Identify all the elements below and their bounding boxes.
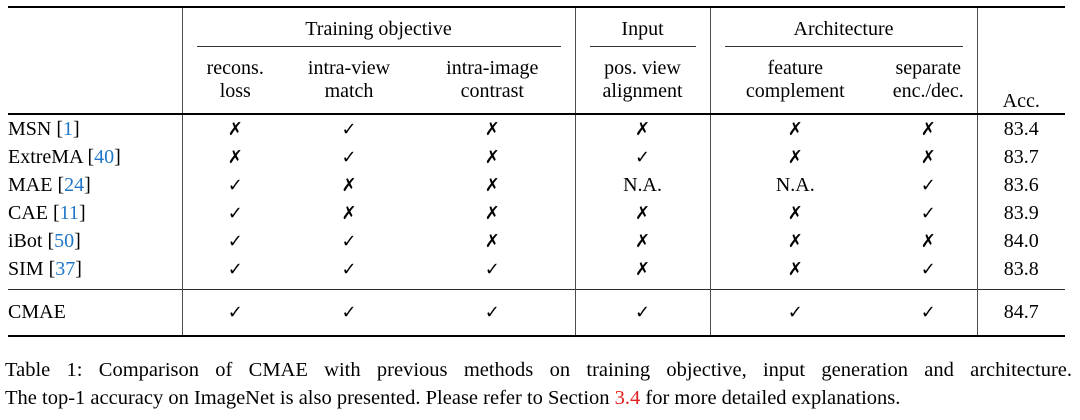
check-mark: ✓ bbox=[341, 230, 357, 252]
table-row: ExtreMA [40]✗✓✗✓✗✗83.7 bbox=[8, 143, 1066, 171]
check-mark: ✓ bbox=[181, 255, 288, 290]
table-row: iBot [50]✓✓✗✗✗✗84.0 bbox=[8, 227, 1066, 255]
method-name: SIM [37] bbox=[8, 257, 82, 280]
cross-mark: ✗ bbox=[181, 143, 288, 171]
cross-mark: ✗ bbox=[709, 199, 881, 227]
method-name: ExtreMA [40] bbox=[8, 145, 121, 168]
citation-link[interactable]: 40 bbox=[94, 145, 115, 168]
cross-mark: ✗ bbox=[709, 114, 881, 143]
col-group-training-objective: Training objective bbox=[181, 7, 576, 47]
cross-mark: ✗ bbox=[181, 114, 288, 143]
accuracy-value: 83.4 bbox=[976, 114, 1066, 143]
check-mark: ✓ bbox=[880, 289, 978, 336]
cross-mark: ✗ bbox=[484, 230, 500, 252]
subcol-header-feature-complement: feature complement bbox=[709, 47, 881, 114]
method-name: CAE [11] bbox=[8, 201, 86, 224]
cross-mark: ✗ bbox=[920, 146, 936, 168]
caption-line2-suffix: for more detailed explanations. bbox=[640, 387, 901, 410]
subcol-header-recons-loss: recons. loss bbox=[181, 47, 288, 114]
caption-line-1: Table 1: Comparison of CMAE with previou… bbox=[5, 359, 1072, 381]
check-mark: ✓ bbox=[920, 258, 936, 280]
subcol-header-intra-view-match: intra-view match bbox=[307, 56, 391, 102]
col-group-architecture: Architecture bbox=[709, 7, 978, 47]
check-mark: ✓ bbox=[574, 143, 711, 171]
method-column-header bbox=[8, 7, 182, 47]
citation-link[interactable]: 37 bbox=[55, 257, 76, 280]
cross-mark: ✗ bbox=[484, 202, 500, 224]
accuracy-value: 83.8 bbox=[976, 255, 1066, 290]
group-label-architecture: Architecture bbox=[724, 14, 963, 47]
cross-mark: ✗ bbox=[709, 143, 881, 171]
check-mark: ✓ bbox=[341, 258, 357, 280]
cross-mark: ✗ bbox=[920, 118, 936, 140]
sub-header-row: recons. loss intra-view match intra-imag… bbox=[8, 47, 1065, 114]
cross-mark: ✗ bbox=[574, 255, 711, 290]
accuracy-value: 84.0 bbox=[976, 227, 1066, 255]
method-name: MAE [24] bbox=[8, 173, 91, 196]
check-mark: ✓ bbox=[181, 289, 288, 336]
check-mark: ✓ bbox=[341, 146, 357, 168]
cross-mark: ✗ bbox=[484, 146, 500, 168]
cross-mark: ✗ bbox=[574, 199, 711, 227]
subcol-header-pos-view-alignment: pos. view alignment bbox=[574, 47, 711, 114]
cross-mark: ✗ bbox=[341, 174, 357, 196]
check-mark: ✓ bbox=[181, 171, 288, 199]
subcol-header-intra-image-contrast: intra-image contrast bbox=[446, 56, 539, 102]
cross-mark: ✗ bbox=[709, 255, 881, 290]
cross-mark: ✗ bbox=[709, 227, 881, 255]
accuracy-value: 83.6 bbox=[976, 171, 1066, 199]
subcol-header-separate-enc-dec: separate enc./dec. bbox=[892, 56, 964, 102]
check-mark: ✓ bbox=[181, 199, 288, 227]
group-label-input: Input bbox=[589, 14, 696, 47]
check-mark: ✓ bbox=[181, 227, 288, 255]
method-subheader-empty bbox=[8, 47, 182, 114]
comparison-table: Training objective Input Architecture Ac… bbox=[8, 6, 1066, 337]
group-header-row: Training objective Input Architecture Ac… bbox=[8, 7, 1066, 114]
table-row: MSN [1]✗✓✗✗✗✗83.4 bbox=[8, 114, 1066, 143]
check-mark: ✓ bbox=[920, 174, 936, 196]
check-mark: ✓ bbox=[341, 118, 357, 140]
method-name: iBot [50] bbox=[8, 229, 81, 252]
section-ref-link[interactable]: 3.4 bbox=[614, 387, 641, 410]
cross-mark: ✗ bbox=[574, 114, 711, 143]
group-label-training: Training objective bbox=[196, 14, 561, 47]
method-name: MSN [1] bbox=[8, 117, 80, 140]
caption-line-2: The top-1 accuracy on ImageNet is also p… bbox=[5, 384, 1072, 412]
accuracy-value: 83.7 bbox=[976, 143, 1066, 171]
check-mark: ✓ bbox=[410, 289, 576, 336]
cross-mark: ✗ bbox=[484, 174, 500, 196]
check-mark: ✓ bbox=[709, 289, 881, 336]
na-value: N.A. bbox=[709, 171, 881, 199]
cross-mark: ✗ bbox=[574, 227, 711, 255]
table-row: CAE [11]✓✗✗✗✗✓83.9 bbox=[8, 199, 1066, 227]
acc-column-header: Acc. bbox=[976, 7, 1066, 114]
check-mark: ✓ bbox=[920, 202, 936, 224]
accuracy-value: 83.9 bbox=[976, 199, 1066, 227]
col-group-input: Input bbox=[574, 7, 711, 47]
method-name: CMAE bbox=[8, 289, 182, 336]
cross-mark: ✗ bbox=[341, 202, 357, 224]
check-mark: ✓ bbox=[484, 258, 500, 280]
cross-mark: ✗ bbox=[920, 230, 936, 252]
citation-link[interactable]: 24 bbox=[64, 173, 85, 196]
cross-mark: ✗ bbox=[484, 118, 500, 140]
citation-link[interactable]: 1 bbox=[63, 117, 74, 140]
accuracy-value: 84.7 bbox=[976, 289, 1066, 336]
table-head: Training objective Input Architecture Ac… bbox=[8, 7, 1066, 114]
table-row: MAE [24] ✓ ✗ ✗ N.A.N.A. ✓ 83.6 bbox=[8, 171, 1066, 199]
table-caption: Table 1: Comparison of CMAE with previou… bbox=[5, 356, 1072, 413]
na-value: N.A. bbox=[574, 171, 711, 199]
citation-link[interactable]: 50 bbox=[54, 229, 75, 252]
table-row: SIM [37] ✓ ✓ ✓ ✗✗ ✓ 83.8 bbox=[8, 255, 1066, 290]
check-mark: ✓ bbox=[574, 289, 711, 336]
caption-line2-prefix: The top-1 accuracy on ImageNet is also p… bbox=[5, 387, 615, 410]
check-mark: ✓ bbox=[288, 289, 410, 336]
citation-link[interactable]: 11 bbox=[59, 201, 79, 224]
table-row: CMAE✓✓✓✓✓✓84.7 bbox=[8, 289, 1066, 336]
